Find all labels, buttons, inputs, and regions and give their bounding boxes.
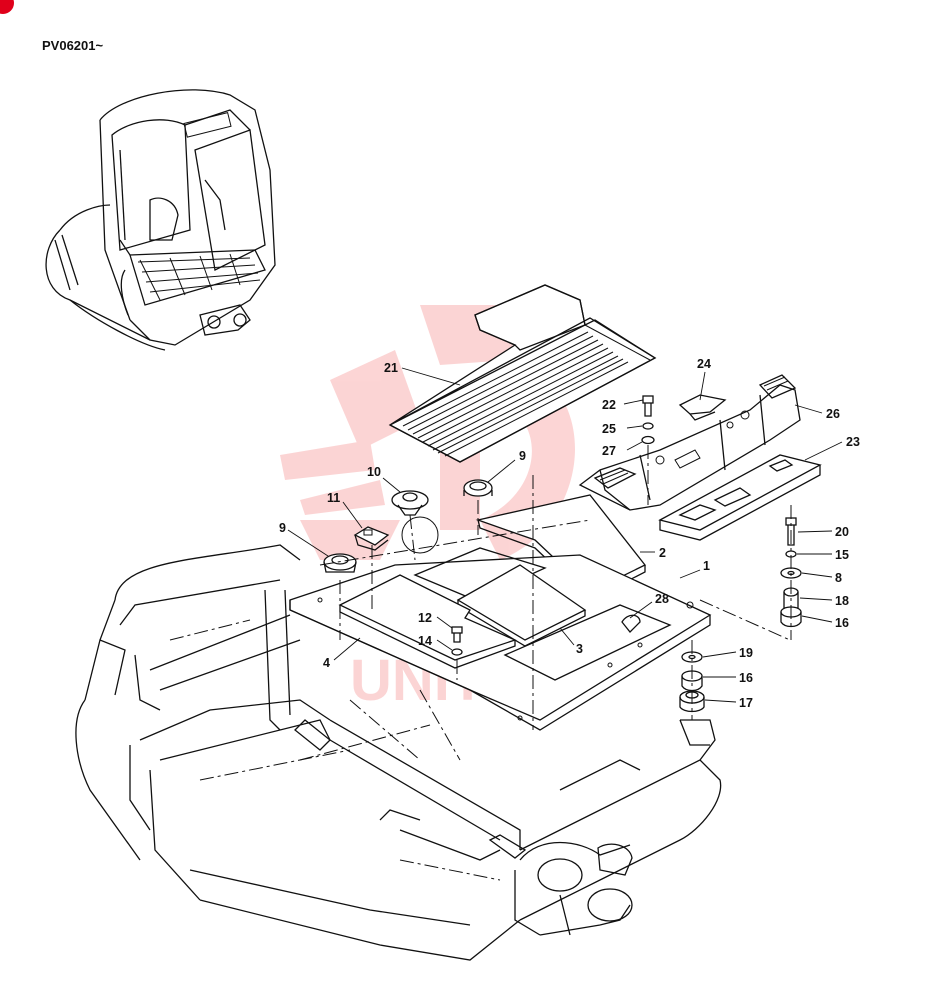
callout-20: 20: [835, 525, 849, 539]
part-27-washer: [641, 435, 655, 445]
callout-22: 22: [602, 398, 616, 412]
part-12-bolt: [451, 626, 463, 643]
callout-19: 19: [739, 646, 753, 660]
callout-27: 27: [602, 444, 616, 458]
callout-16-lower: 16: [739, 671, 753, 685]
callout-11: 11: [327, 491, 340, 505]
upper-frame: [75, 544, 722, 961]
callout-12: 12: [418, 611, 432, 625]
callout-1: 1: [703, 559, 710, 573]
leader-lines: [287, 367, 843, 703]
part-23-pad: [658, 454, 822, 541]
callout-9-upper: 9: [519, 449, 526, 463]
assembly-centerlines: [339, 445, 792, 730]
callout-24: 24: [697, 357, 711, 371]
callout-25: 25: [602, 422, 616, 436]
part-10-grommet: [391, 490, 429, 516]
callout-15: 15: [835, 548, 849, 562]
callout-10: 10: [367, 465, 381, 479]
callout-16-upper: 16: [835, 616, 849, 630]
part-22-bolt: [642, 395, 654, 417]
part-11-plug: [353, 526, 390, 551]
inset-cab-illustration: [45, 89, 276, 351]
part-14-washer: [451, 648, 463, 656]
callout-9-lower: 9: [279, 521, 286, 535]
callout-26: 26: [826, 407, 840, 421]
callout-28: 28: [655, 592, 669, 606]
callout-8: 8: [835, 571, 842, 585]
callout-17: 17: [739, 696, 753, 710]
part-9-grommet-lower: [323, 553, 357, 573]
part-9-grommet-upper: [463, 479, 493, 497]
swing-bracket: [514, 841, 633, 936]
callout-labels: 21 24 22 26 25 27 23 10 9 11 9 2 1 20 15…: [279, 357, 860, 710]
part-24-bracket: [678, 394, 727, 421]
callout-18: 18: [835, 594, 849, 608]
part-26-console: [578, 374, 801, 511]
part-25-spring-washer: [642, 422, 654, 430]
corner-badge: [0, 0, 14, 14]
callout-4: 4: [323, 656, 330, 670]
part-21-floor-mat: [388, 284, 657, 463]
part-28-clip: [621, 614, 641, 633]
frame-centerlines: [169, 519, 591, 881]
callout-3: 3: [576, 642, 583, 656]
callout-14: 14: [418, 634, 432, 648]
callout-21: 21: [384, 361, 398, 375]
callout-2: 2: [659, 546, 666, 560]
serial-range-label: PV06201~: [42, 38, 104, 53]
callout-23: 23: [846, 435, 860, 449]
